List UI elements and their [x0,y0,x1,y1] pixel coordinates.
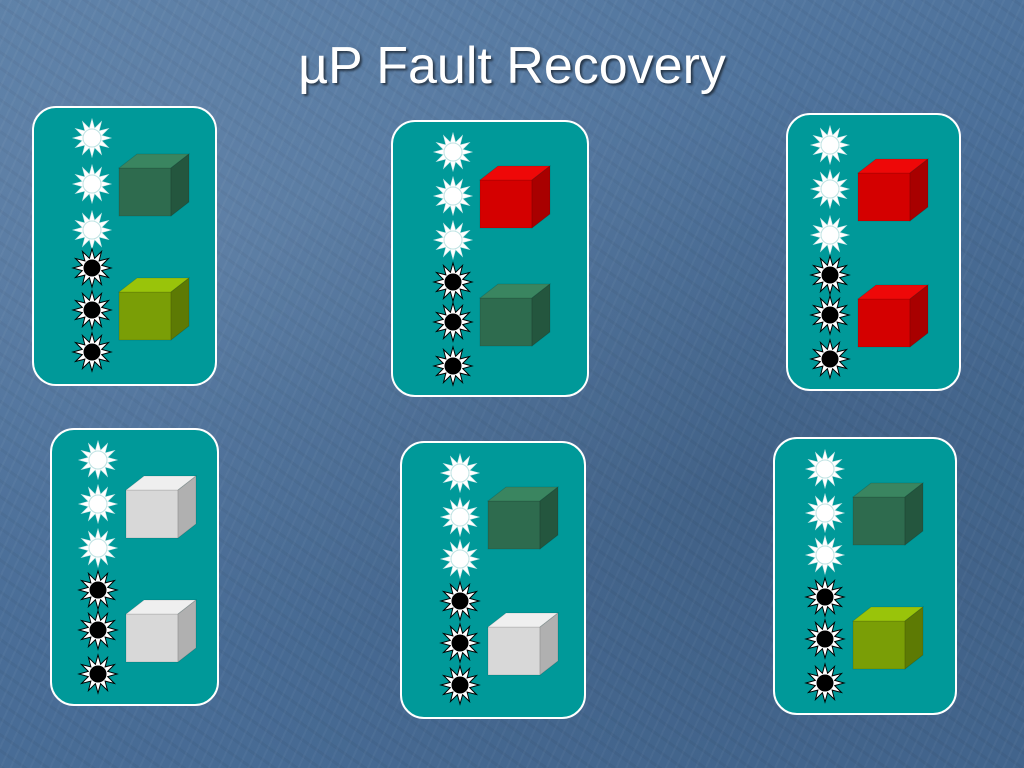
status-light-icon [432,301,474,343]
status-light-icon [809,254,851,296]
status-light-icon [439,452,481,494]
processor-chip-icon [851,482,925,546]
status-light-icon [71,247,113,289]
status-light-icon [439,580,481,622]
processor-panel-4 [50,428,219,706]
processor-chip-icon [117,277,191,341]
status-light-icon [804,534,846,576]
status-light-icon [77,609,119,651]
status-light-icon [77,653,119,695]
slide-title: µP Fault Recovery [298,37,726,95]
status-light-icon [77,439,119,481]
processor-panel-3 [786,113,961,391]
status-light-icon [77,569,119,611]
status-light-icon [77,527,119,569]
status-light-icon [804,662,846,704]
status-light-icon [432,219,474,261]
status-light-icon [439,664,481,706]
status-light-icon [432,345,474,387]
status-light-icon [809,294,851,336]
processor-chip-icon [117,153,191,217]
status-light-icon [804,576,846,618]
status-light-icon [804,492,846,534]
status-light-icon [804,618,846,660]
processor-chip-icon [486,486,560,550]
processor-chip-icon [851,606,925,670]
processor-panel-5 [400,441,586,719]
processor-panel-2 [391,120,589,397]
processor-chip-icon [856,158,930,222]
processor-panel-1 [32,106,217,386]
processor-chip-icon [124,475,198,539]
status-light-icon [804,448,846,490]
status-light-icon [439,622,481,664]
status-light-icon [809,124,851,166]
status-light-icon [432,175,474,217]
status-light-icon [809,214,851,256]
status-light-icon [439,496,481,538]
status-light-icon [432,131,474,173]
processor-chip-icon [478,165,552,229]
processor-chip-icon [124,599,198,663]
status-light-icon [71,289,113,331]
status-light-icon [71,117,113,159]
status-light-icon [809,338,851,380]
status-light-icon [77,483,119,525]
status-light-icon [71,331,113,373]
status-light-icon [71,163,113,205]
status-light-icon [432,261,474,303]
status-light-icon [809,168,851,210]
processor-chip-icon [486,612,560,676]
status-light-icon [71,209,113,251]
processor-chip-icon [856,284,930,348]
processor-chip-icon [478,283,552,347]
processor-panel-6 [773,437,957,715]
status-light-icon [439,538,481,580]
